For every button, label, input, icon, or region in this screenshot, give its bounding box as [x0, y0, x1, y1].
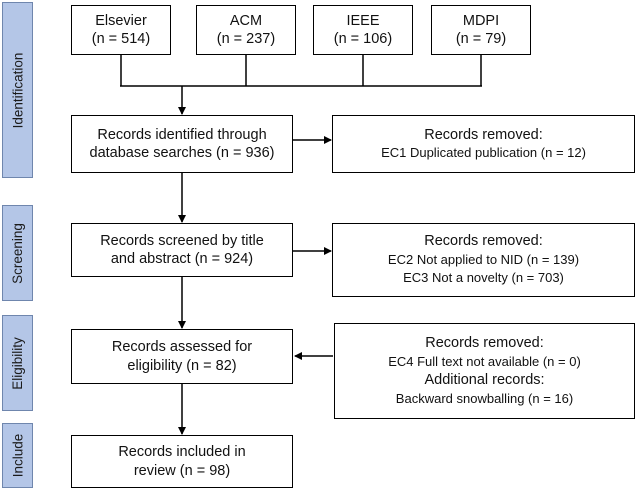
box-line: eligibility (n = 82) [127, 357, 237, 374]
records-included-box: Records included in review (n = 98) [71, 435, 293, 488]
phase-label: Eligibility [10, 336, 25, 390]
source-count: (n = 514) [91, 31, 151, 47]
phase-screening: Screening [2, 205, 33, 301]
box-line: Records assessed for [111, 339, 253, 355]
source-count: (n = 79) [455, 31, 507, 47]
box-line: EC2 Not applied to NID (n = 139) [387, 251, 580, 267]
source-name: IEEE [346, 12, 380, 29]
box-line: EC4 Full text not available (n = 0) [388, 353, 581, 369]
box-line: Records screened by title [100, 232, 264, 249]
records-removed-box-3: Records removed: EC4 Full text not avail… [334, 323, 635, 419]
box-line: review (n = 98) [133, 462, 231, 479]
source-count: (n = 237) [216, 31, 276, 47]
box-line: Records identified through [97, 126, 267, 143]
records-removed-box-2: Records removed: EC2 Not applied to NID … [332, 223, 635, 297]
source-name: ACM [229, 12, 263, 29]
box-line: database searches (n = 936) [89, 145, 275, 161]
source-box-elsevier: Elsevier (n = 514) [71, 5, 171, 55]
records-removed-box-1: Records removed: EC1 Duplicated publicat… [332, 115, 635, 173]
source-count: (n = 106) [333, 31, 393, 47]
box-title: Records removed: [424, 233, 543, 250]
phase-label: Identification [10, 52, 25, 128]
box-line: Backward snowballing (n = 16) [395, 390, 574, 406]
phase-identification: Identification [2, 2, 33, 178]
box-line: EC1 Duplicated publication (n = 12) [381, 145, 586, 160]
source-name: Elsevier [95, 12, 147, 29]
box-subtitle: Additional records: [424, 372, 545, 388]
phase-label: Include [10, 433, 26, 478]
source-box-mdpi: MDPI (n = 79) [431, 5, 531, 55]
box-line: Records included in [118, 444, 246, 460]
phase-include: Include [2, 423, 33, 488]
source-box-ieee: IEEE (n = 106) [313, 5, 413, 55]
records-assessed-box: Records assessed for eligibility (n = 82… [71, 329, 293, 384]
box-line: EC3 Not a novelty (n = 703) [403, 270, 564, 286]
source-box-acm: ACM (n = 237) [196, 5, 296, 55]
phase-eligibility: Eligibility [2, 315, 33, 411]
box-title: Records removed: [424, 126, 543, 143]
records-identified-box: Records identified through database sear… [71, 115, 293, 173]
source-name: MDPI [462, 12, 500, 29]
box-line: and abstract (n = 924) [110, 251, 254, 267]
phase-label: Screening [10, 222, 26, 284]
box-title: Records removed: [425, 335, 544, 351]
records-screened-box: Records screened by title and abstract (… [71, 223, 293, 277]
